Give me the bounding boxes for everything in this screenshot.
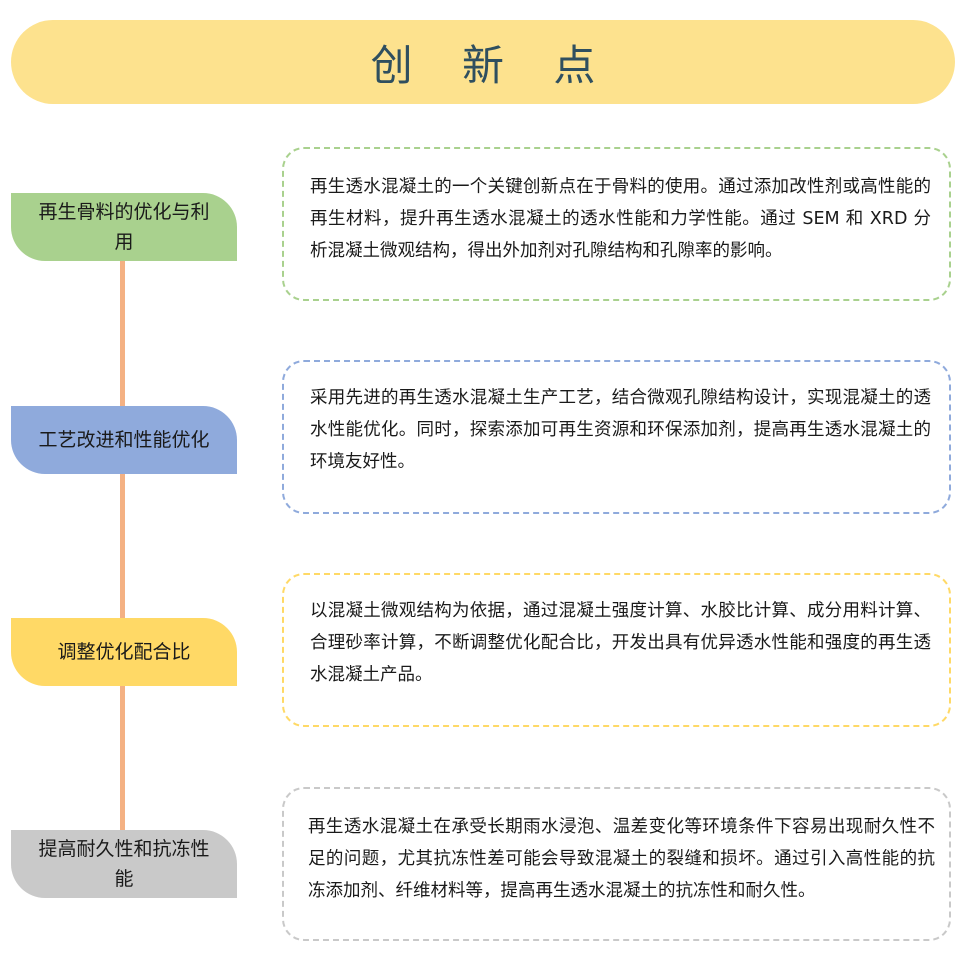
innovation-label-text: 工艺改进和性能优化: [38, 429, 210, 451]
innovation-label-4: 提高耐久性和抗冻性能: [11, 830, 237, 898]
innovation-label-1: 再生骨料的优化与利用: [11, 193, 237, 261]
innovation-description-text: 采用先进的再生透水混凝土生产工艺，结合微观孔隙结构设计，实现混凝土的透水性能优化…: [310, 388, 931, 472]
innovation-description-1: 再生透水混凝土的一个关键创新点在于骨料的使用。通过添加改性剂或高性能的再生材料，…: [282, 147, 951, 301]
connector-line: [120, 686, 125, 831]
innovation-label-2: 工艺改进和性能优化: [11, 406, 237, 474]
innovation-description-4: 再生透水混凝土在承受长期雨水浸泡、温差变化等环境条件下容易出现耐久性不足的问题，…: [282, 787, 951, 941]
innovation-label-text: 再生骨料的优化与利用: [38, 201, 210, 253]
innovation-label-3: 调整优化配合比: [11, 618, 237, 686]
connector-line: [120, 473, 125, 619]
connector-line: [120, 261, 125, 407]
page-title: 创 新 点: [370, 40, 614, 90]
innovation-description-2: 采用先进的再生透水混凝土生产工艺，结合微观孔隙结构设计，实现混凝土的透水性能优化…: [282, 360, 951, 514]
innovation-description-text: 以混凝土微观结构为依据，通过混凝土强度计算、水胶比计算、成分用料计算、合理砂率计…: [310, 601, 931, 685]
innovation-label-text: 调整优化配合比: [57, 641, 191, 663]
innovation-description-text: 再生透水混凝土在承受长期雨水浸泡、温差变化等环境条件下容易出现耐久性不足的问题，…: [308, 817, 935, 901]
innovation-description-3: 以混凝土微观结构为依据，通过混凝土强度计算、水胶比计算、成分用料计算、合理砂率计…: [282, 573, 951, 727]
innovation-description-text: 再生透水混凝土的一个关键创新点在于骨料的使用。通过添加改性剂或高性能的再生材料，…: [310, 177, 931, 261]
innovation-label-text: 提高耐久性和抗冻性能: [38, 838, 210, 890]
title-banner: 创 新 点: [11, 20, 955, 104]
